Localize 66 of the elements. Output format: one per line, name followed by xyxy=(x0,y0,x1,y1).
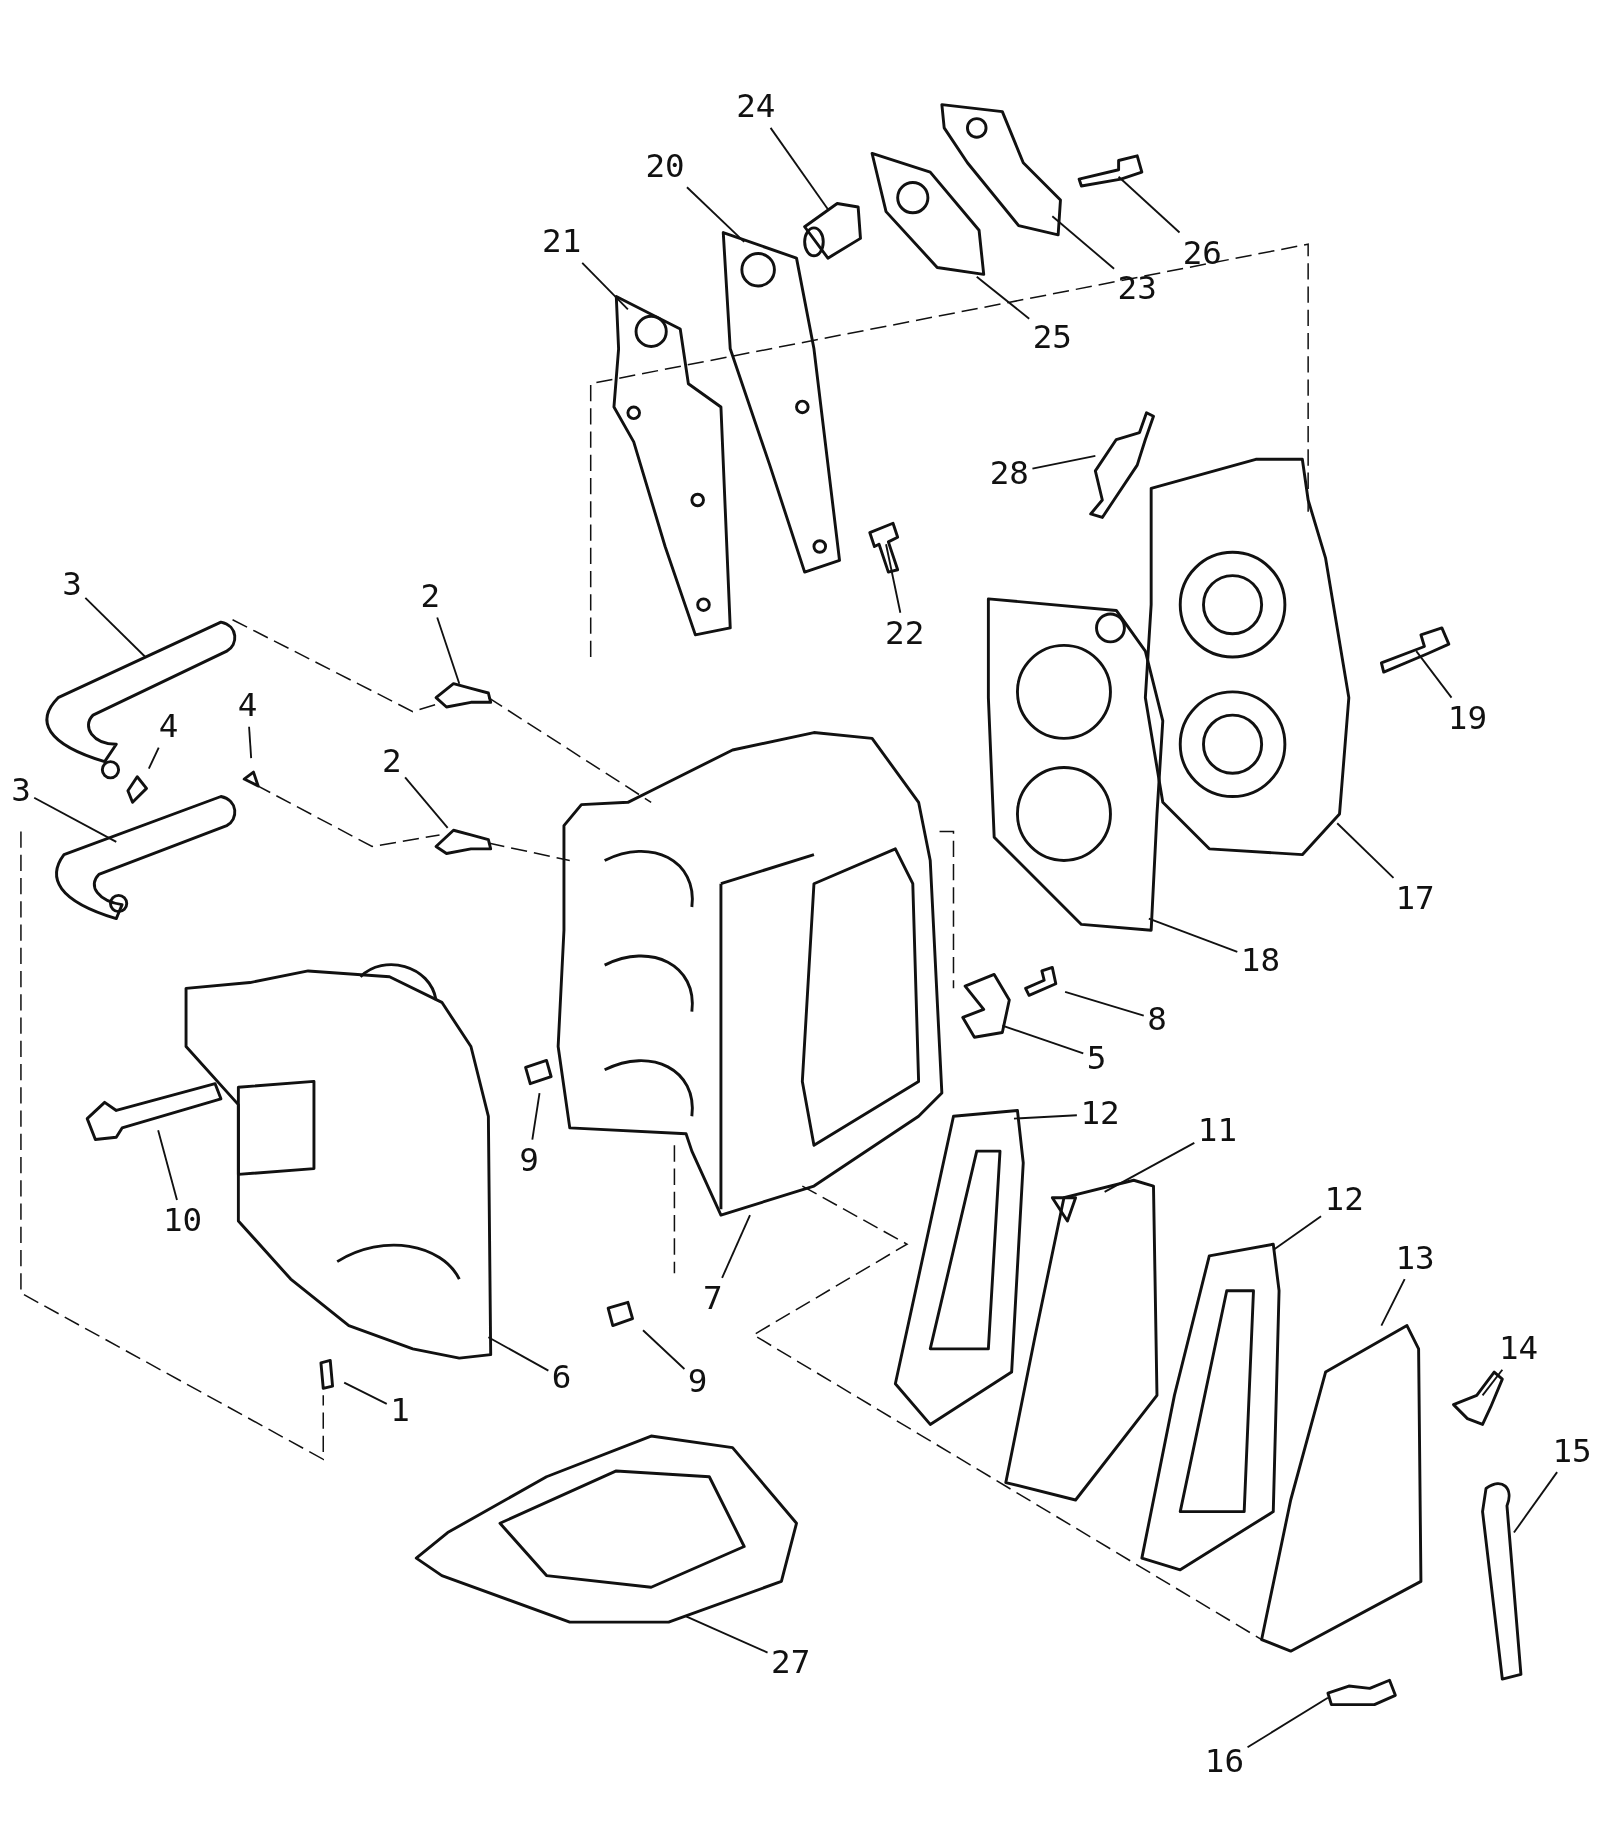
callout-number: 22 xyxy=(885,616,925,652)
leader-line xyxy=(975,275,1031,320)
callout-number: 9 xyxy=(519,1143,539,1178)
callout-number: 15 xyxy=(1552,1433,1592,1469)
callout-number: 2 xyxy=(382,744,402,780)
leader-line xyxy=(1147,917,1239,953)
leader-line xyxy=(343,1381,388,1405)
callout-number: 14 xyxy=(1499,1331,1539,1367)
callout-number: 28 xyxy=(989,455,1029,491)
callout-number: 1 xyxy=(390,1393,410,1428)
leader-line xyxy=(1031,454,1097,470)
callout-number: 8 xyxy=(1147,1002,1167,1038)
callout-number: 2 xyxy=(420,579,441,614)
leader-line xyxy=(1117,175,1181,234)
leader-line xyxy=(157,1129,178,1201)
callout-number: 12 xyxy=(1324,1182,1364,1218)
leader-line xyxy=(885,543,902,614)
callout-number: 25 xyxy=(1032,319,1072,355)
callout-number: 3 xyxy=(62,567,82,603)
leader-line xyxy=(769,126,829,211)
leader-line xyxy=(531,1092,541,1141)
leader-line xyxy=(1336,822,1395,879)
leader-line xyxy=(487,1336,550,1372)
callout-number: 16 xyxy=(1204,1744,1244,1780)
callout-number: 4 xyxy=(237,688,258,724)
callout-number: 11 xyxy=(1197,1112,1238,1148)
leader-line xyxy=(1380,1278,1406,1327)
leader-line xyxy=(1246,1696,1329,1749)
leader-line xyxy=(1481,1368,1504,1397)
leader-line xyxy=(721,1214,751,1279)
leader-line xyxy=(685,1615,769,1654)
callout-number: 12 xyxy=(1080,1096,1120,1132)
leader-line xyxy=(404,776,449,829)
leader-line xyxy=(1051,215,1115,270)
callout-number: 18 xyxy=(1240,943,1281,978)
callout-number: 20 xyxy=(645,148,685,184)
callout-number: 7 xyxy=(703,1281,723,1317)
callout-number: 6 xyxy=(551,1360,572,1396)
callout-number: 19 xyxy=(1447,701,1488,737)
callout-number: 24 xyxy=(736,89,776,125)
callout-number: 4 xyxy=(158,709,179,745)
leader-line xyxy=(84,597,147,658)
leader-line xyxy=(581,261,629,311)
leader-line xyxy=(686,186,746,243)
leader-line xyxy=(1001,1024,1085,1055)
leader-line xyxy=(1064,990,1145,1017)
callout-number: 9 xyxy=(687,1363,708,1399)
callout-number: 26 xyxy=(1182,236,1222,271)
leader-line xyxy=(1513,1471,1558,1534)
leader-line xyxy=(436,616,461,685)
callout-number: 27 xyxy=(771,1645,811,1681)
leader-line xyxy=(1415,650,1453,699)
leader-line xyxy=(147,746,160,770)
callout-number: 23 xyxy=(1117,270,1157,306)
callout-number: 3 xyxy=(11,773,31,809)
leader-line xyxy=(1013,1114,1078,1120)
callout-number: 5 xyxy=(1086,1040,1107,1076)
callout-number: 21 xyxy=(542,224,582,260)
leader-line xyxy=(1272,1215,1322,1251)
leader-line xyxy=(248,725,253,760)
leader-line xyxy=(642,1329,686,1370)
leader-line xyxy=(1103,1142,1196,1193)
callout-number: 17 xyxy=(1395,881,1435,917)
leader-line xyxy=(33,796,118,843)
callout-number: 10 xyxy=(162,1203,203,1239)
callout-number: 13 xyxy=(1395,1240,1435,1276)
